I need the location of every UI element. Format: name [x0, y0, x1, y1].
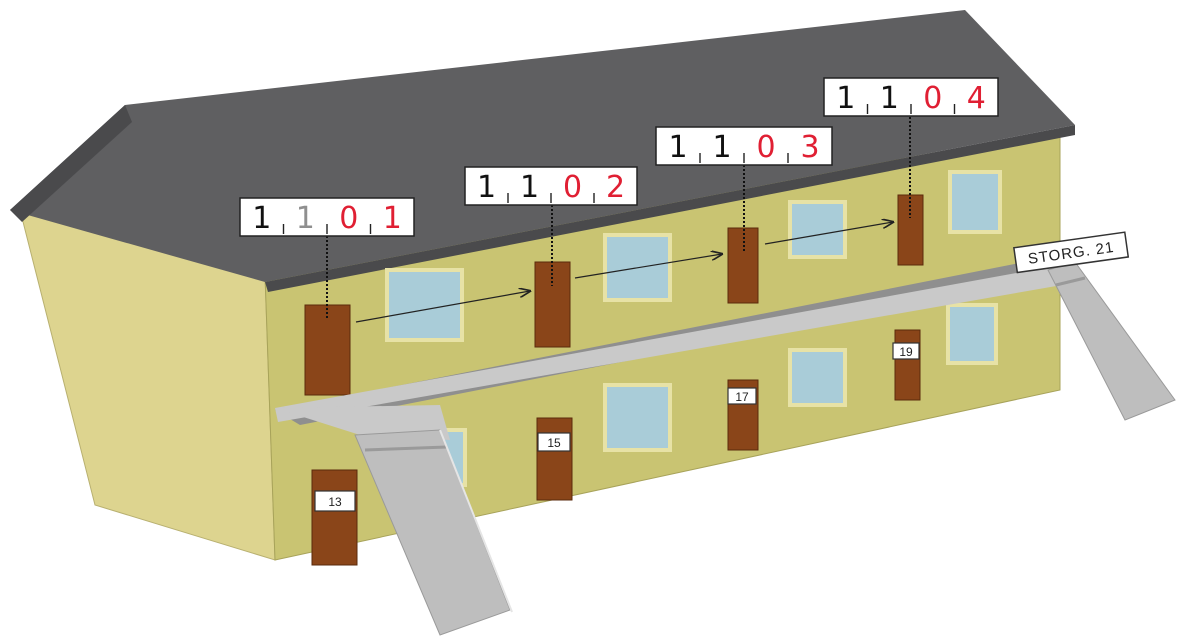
door-19: [894, 329, 921, 401]
gallery-landing: [275, 405, 450, 440]
door-number-13: 13: [328, 495, 342, 509]
arrow-1103-to-1104: [764, 222, 893, 245]
roof-eave: [265, 125, 1075, 292]
label-digit: 1: [383, 201, 402, 236]
label-digit: 1: [712, 130, 731, 165]
sequence-arrows: [355, 222, 893, 323]
window: [948, 170, 1002, 234]
label-digit: 0: [756, 130, 775, 165]
label-digit: 1: [836, 81, 855, 116]
label-digit: 1: [520, 170, 539, 205]
door-1103: [727, 227, 759, 304]
door-13: [311, 469, 358, 566]
door-number-plates: 13 15 17 19: [314, 342, 920, 512]
door-1101: [304, 304, 351, 396]
arrow-1102-to-1103: [574, 254, 722, 279]
window: [603, 383, 672, 452]
door-1102: [534, 261, 571, 348]
door-number-19: 19: [899, 345, 913, 359]
gallery-edge: [275, 265, 1062, 422]
roof-edge: [10, 105, 132, 222]
window: [788, 348, 847, 407]
label-connectors: [326, 117, 911, 318]
label-digit: 1: [668, 130, 687, 165]
label-digit: 3: [800, 130, 819, 165]
label-digit: 1: [477, 170, 496, 205]
left-staircase: [354, 429, 513, 636]
label-digit: 1: [252, 201, 271, 236]
window: [788, 200, 847, 259]
door-number-17: 17: [735, 390, 749, 404]
upper-windows: [385, 170, 1002, 342]
label-digit: 2: [606, 170, 625, 205]
right-staircase: [1047, 261, 1176, 421]
door-plate-13: 13: [314, 490, 356, 512]
label-digit: 0: [563, 170, 582, 205]
lower-doors: [311, 329, 921, 566]
window: [946, 303, 998, 365]
door-plate-17: 17: [727, 387, 757, 405]
arrow-1101-to-1102: [355, 291, 530, 323]
label-digit: 0: [923, 81, 942, 116]
door-plate-15: 15: [537, 432, 571, 452]
door-15: [536, 417, 573, 501]
label-digit: 0: [339, 201, 358, 236]
label-digit: 1: [880, 81, 899, 116]
door-number-15: 15: [547, 436, 561, 450]
label-digit: 4: [967, 81, 986, 116]
label-digit: 1: [296, 201, 315, 236]
door-plate-19: 19: [892, 342, 920, 360]
